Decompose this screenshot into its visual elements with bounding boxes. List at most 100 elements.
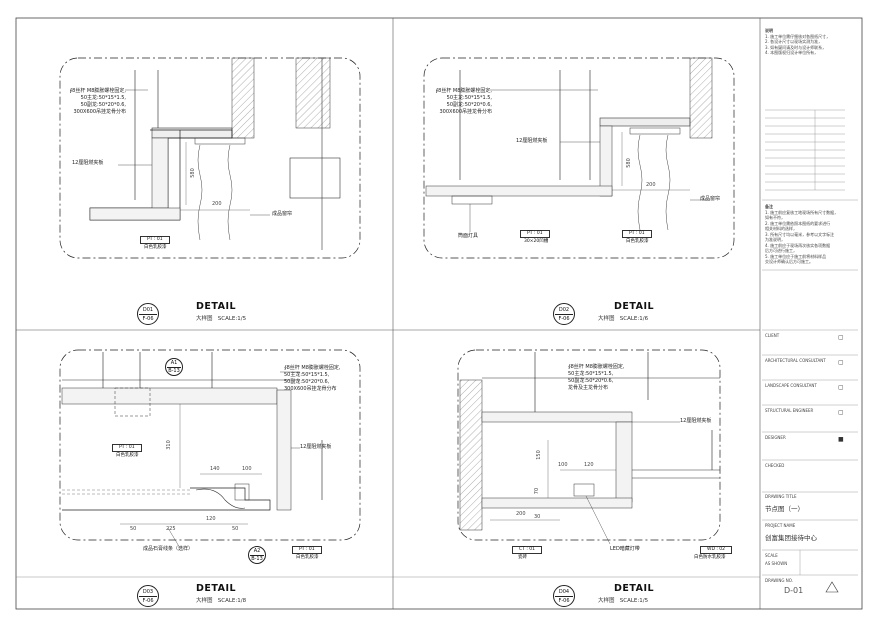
- note-line: 3. 如有疑问请及时与设计师联系，: [765, 44, 827, 50]
- d04-spec-line: ∮8丝杆 M8膨胀螺栓固定,: [568, 364, 625, 370]
- d03-spec-line: 300X600吊挂龙骨分布: [284, 386, 337, 392]
- bubble-top: A1: [170, 360, 178, 366]
- bubble-divider: [250, 555, 264, 556]
- d02-subtitle-text: 大样图: [598, 316, 615, 322]
- d01-scale: SCALE:1/5: [217, 316, 247, 322]
- d03-spec-line: 50副龙:50*20*0.6,: [284, 379, 330, 385]
- titleblock-notes: 说明 1. 施工单位需仔细核对各图纸尺寸， 2. 各设计尺寸以现场实测为准， 3…: [765, 28, 855, 56]
- revision-triangle: [825, 581, 839, 593]
- note-line: 4. 本图版权归设计单位所有，: [765, 50, 819, 55]
- drawing-title: 节点图（一）: [765, 505, 804, 513]
- bubble-divider: [139, 596, 157, 597]
- titleblock-grid: [762, 109, 858, 576]
- checkbox-icon[interactable]: ▢: [838, 409, 844, 416]
- d02-spec: ∮8丝杆 M8膨胀螺栓固定, 50主龙:50*15*1.5, 50副龙:50*2…: [430, 88, 492, 116]
- d03-dim: 310: [165, 440, 172, 450]
- d04-spec-line: 50主龙:50*15*1.5,: [568, 371, 614, 377]
- d03-dim: 50: [232, 526, 239, 532]
- checkbox-filled-icon[interactable]: ■: [838, 436, 844, 443]
- bubble-number: D03: [142, 589, 154, 595]
- d03-spec-line: ∮8丝杆 M8膨胀螺栓固定,: [284, 365, 341, 371]
- d02-spec-line: 50副龙:50*20*0.6,: [446, 102, 492, 108]
- sheet-no-label: DRAWING NO.: [765, 578, 793, 583]
- bubble-divider: [167, 367, 181, 368]
- d02-title: DETAIL: [614, 301, 655, 312]
- d01-detail-bubble[interactable]: D01 F-06: [137, 303, 159, 325]
- bubble-sheet: F-06: [142, 598, 154, 604]
- d03-material-tag: PT : 01: [292, 546, 322, 554]
- d03-subtitle-text: 大样图: [196, 598, 213, 604]
- bubble-sheet: F-06: [142, 316, 154, 322]
- landscape-field: LANDSCAPE CONSULTANT: [765, 383, 817, 388]
- d04-dim: 150: [535, 450, 542, 460]
- scale-label: SCALE: [765, 553, 778, 558]
- d03-dim: 225: [166, 526, 176, 532]
- d04-detail-bubble[interactable]: D04 F-06: [553, 585, 575, 607]
- remark-line: 如有不符，: [765, 215, 785, 220]
- d01-board-label: 12厘阻燃夹板: [72, 160, 104, 166]
- bubble-number: D01: [142, 307, 154, 313]
- d04-spec: ∮8丝杆 M8膨胀螺栓固定, 50主龙:50*15*1.5, 50副龙:50*2…: [568, 364, 624, 392]
- d02-light-label: 筒面灯具: [458, 233, 479, 239]
- d03-material-desc: 白色乳胶漆: [116, 453, 139, 458]
- d03-dim: 140: [210, 466, 220, 472]
- checkbox-icon[interactable]: ▢: [838, 334, 844, 341]
- bubble-bottom: B-13: [168, 368, 180, 374]
- client-field: CLIENT: [765, 333, 780, 338]
- d02-material-desc: 30×20凹槽: [524, 239, 549, 244]
- d04-material-desc: 瓷砖: [518, 555, 527, 560]
- d03-title: DETAIL: [196, 583, 237, 594]
- detail-d03-drawing: [59, 349, 361, 549]
- d03-stone-label: 成品石膏线条（选样）: [143, 546, 194, 552]
- d03-material-desc: 白色乳胶漆: [296, 555, 319, 560]
- remark-line: 交设计师确认后方可施工。: [765, 259, 813, 264]
- d03-detail-bubble[interactable]: D03 F-06: [137, 585, 159, 607]
- d02-spec-line: 50主龙:50*15*1.5,: [446, 95, 492, 101]
- d02-material-desc: 白色乳胶漆: [626, 239, 649, 244]
- d04-spec-line: 50副龙:50*20*0.6,: [568, 378, 614, 384]
- d01-material-tag: PT : 01: [140, 236, 170, 244]
- d04-spec-line: 龙骨及主龙骨分布: [568, 385, 609, 391]
- d02-detail-bubble[interactable]: D02 F-06: [553, 303, 575, 325]
- d04-board-label: 12厘阻燃夹板: [680, 418, 712, 424]
- notes-heading: 说明: [765, 28, 773, 33]
- d02-spec-line: 300X600吊挂龙骨分布: [439, 109, 492, 115]
- detail-d02-drawing: [423, 57, 735, 259]
- bubble-divider: [555, 596, 573, 597]
- detail-d04-drawing: [457, 349, 721, 545]
- remark-line: 为准说明，: [765, 237, 785, 242]
- d03-section-bubble[interactable]: A2 B-13: [248, 546, 266, 564]
- bubble-sheet: F-06: [558, 316, 570, 322]
- d03-spec-line: 50主龙:50*15*1.5,: [284, 372, 330, 378]
- d03-dim: 100: [242, 466, 252, 472]
- d01-spec-line: 50副龙:50*20*0.6,: [80, 102, 126, 108]
- d01-spec: ∮8丝杆 M8膨胀螺栓固定, 50主龙:50*15*1.5, 50副龙:50*2…: [64, 88, 126, 116]
- titleblock-remarks: 备注 1. 施工前应复核工地现场所有尺寸数据， 如有不符， 2. 施工单位需依照…: [765, 204, 857, 265]
- remark-line: 5. 施工单位应于施工前将材料样品: [765, 253, 827, 259]
- d01-spec-line: ∮8丝杆 M8膨胀螺栓固定,: [69, 88, 126, 94]
- remark-line: 相关材料的选样，: [765, 226, 797, 231]
- structural-field: STRUCTURAL ENGINEER: [765, 408, 814, 413]
- bubble-number: D04: [558, 589, 570, 595]
- checkbox-icon[interactable]: ▢: [838, 384, 844, 391]
- d01-dim: 580: [189, 168, 196, 178]
- d04-subtitle: 大样图 SCALE:1/5: [598, 596, 648, 604]
- bubble-top: A2: [253, 548, 261, 554]
- d04-material-tag: CT : 01: [512, 546, 542, 554]
- note-line: 1. 施工单位需仔细核对各图纸尺寸，: [765, 33, 831, 39]
- detail-d01-drawing: [59, 57, 361, 259]
- d03-section-bubble[interactable]: A1 B-13: [165, 358, 183, 376]
- d04-led-label: LED暗藏灯带: [610, 546, 640, 552]
- remark-line: 4. 施工前应于现场再次核实各项数据: [765, 242, 831, 248]
- bubble-divider: [555, 314, 573, 315]
- d04-dim: 100: [558, 462, 568, 468]
- architect-field: ARCHITECTURAL CONSULTANT: [765, 358, 826, 363]
- d04-dim: 70: [534, 487, 541, 495]
- d03-scale: SCALE:1/8: [217, 598, 247, 604]
- d03-dim: 120: [206, 516, 216, 522]
- remark-line: 3. 所有尺寸均以毫米，参考以文字标注: [765, 231, 835, 237]
- checkbox-icon[interactable]: ▢: [838, 359, 844, 366]
- d01-spec-line: 50主龙:50*15*1.5,: [80, 95, 126, 101]
- d02-subtitle: 大样图 SCALE:1/6: [598, 314, 648, 322]
